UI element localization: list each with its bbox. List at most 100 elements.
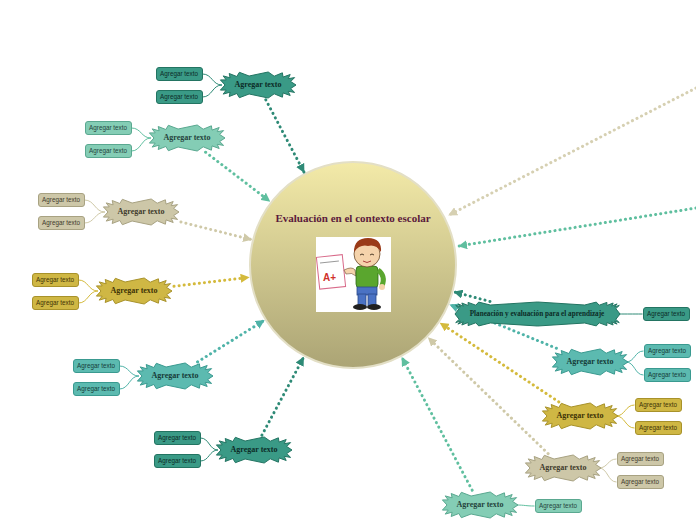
subtopic-box: Agregar texto [635, 421, 682, 435]
shape-outline [96, 278, 172, 304]
starburst-topic: Agregar texto [220, 72, 296, 98]
topic-text: Agregar texto [621, 478, 659, 486]
central-circle [250, 162, 456, 368]
topic-text: Agregar texto [234, 80, 281, 90]
topic-text: Agregar texto [160, 70, 198, 78]
topic-text: Agregar texto [621, 455, 659, 463]
branch-line [85, 200, 106, 212]
subtopic-box: Agregar texto [32, 296, 79, 310]
branch-line [626, 362, 644, 375]
branch-line [599, 459, 617, 468]
topic-text: Agregar texto [36, 299, 74, 307]
subtopic-box: Agregar texto [617, 475, 664, 489]
topic-text: Agregar texto [89, 124, 127, 132]
subtopic-box: Agregar texto [73, 359, 120, 373]
shape-outline [137, 363, 213, 389]
dotted-arrow [402, 358, 472, 490]
topic-text: Agregar texto [647, 310, 685, 318]
starburst-topic: Agregar texto [552, 349, 628, 375]
topic-text: Planeación y evaluación para el aprendiz… [470, 309, 605, 319]
shape-outline [542, 403, 618, 429]
subtopic-box: Agregar texto [617, 452, 664, 466]
branch-line [616, 416, 635, 428]
branch-line [616, 405, 635, 416]
topic-text: Agregar texto [89, 147, 127, 155]
dotted-arrow [198, 321, 264, 362]
dotted-arrow [266, 100, 304, 172]
subtopic-box: Agregar texto [85, 144, 132, 158]
central-title: Evaluación en el contexto escolar [275, 212, 430, 225]
branch-line [516, 505, 535, 506]
branch-line [85, 212, 106, 223]
branch-line [203, 74, 223, 85]
starburst-topic: Agregar texto [96, 278, 172, 304]
starburst-topic: Agregar texto [103, 199, 179, 225]
subtopic-box: Agregar texto [154, 454, 201, 468]
dotted-arrow [174, 277, 249, 286]
starburst-topic: Agregar texto [216, 437, 292, 463]
dotted-arrow [440, 323, 558, 402]
dotted-arrow [454, 292, 490, 301]
branch-line [79, 280, 99, 291]
branch-line [120, 376, 140, 389]
topic-text: Agregar texto [648, 347, 686, 355]
starburst-topic: Agregar texto [525, 455, 601, 481]
subtopic-box: Agregar texto [156, 67, 203, 81]
topic-text: Agregar texto [160, 93, 198, 101]
subtopic-box: Agregar texto [535, 499, 582, 513]
boy-illustration [316, 237, 391, 312]
topic-text: Agregar texto [42, 219, 80, 227]
subtopic-box: Agregar texto [154, 431, 201, 445]
subtopic-box: Agregar texto [643, 307, 690, 321]
starburst-topic: Agregar texto [542, 403, 618, 429]
shape-outline [455, 302, 620, 326]
branch-line [120, 366, 140, 376]
dotted-arrow [428, 338, 548, 454]
banner-topic: Planeación y evaluación para el aprendiz… [455, 302, 620, 326]
topic-text: Agregar texto [158, 457, 196, 465]
shape-outline [552, 349, 628, 375]
topic-text: Agregar texto [639, 401, 677, 409]
subtopic-box: Agregar texto [32, 273, 79, 287]
branch-line [599, 468, 617, 482]
starburst-topic: Agregar texto [442, 492, 518, 518]
topic-text: Agregar texto [163, 133, 210, 143]
branch-line [618, 314, 643, 315]
central-topic: Evaluación en el contexto escolar [250, 162, 456, 368]
topic-text: Agregar texto [230, 445, 277, 455]
branch-line [626, 351, 644, 362]
topic-text: Agregar texto [117, 207, 164, 217]
branch-line [203, 85, 223, 97]
shape-outline [525, 455, 601, 481]
dotted-arrow [181, 222, 251, 240]
topic-text: Agregar texto [539, 502, 577, 510]
subtopic-box: Agregar texto [38, 216, 85, 230]
starburst-topic: Agregar texto [149, 125, 225, 151]
topic-text: Agregar texto [648, 371, 686, 379]
shape-outline [103, 199, 179, 225]
topic-text: Agregar texto [77, 385, 115, 393]
dotted-arrow [262, 358, 304, 436]
topic-text: Agregar texto [42, 196, 80, 204]
branch-line [132, 138, 152, 151]
topic-text: Agregar texto [77, 362, 115, 370]
shape-outline [220, 72, 296, 98]
subtopic-box: Agregar texto [635, 398, 682, 412]
topic-text: Agregar texto [151, 371, 198, 381]
topic-text: Agregar texto [539, 463, 586, 473]
shape-outline [149, 125, 225, 151]
subtopic-box: Agregar texto [644, 368, 691, 382]
subtopic-box: Agregar texto [38, 193, 85, 207]
subtopic-box: Agregar texto [85, 121, 132, 135]
grade-mark: A+ [323, 272, 336, 283]
topic-text: Agregar texto [158, 434, 196, 442]
dotted-arrow [206, 152, 270, 201]
topic-text: Agregar texto [556, 411, 603, 421]
offscreen-connector [449, 88, 696, 215]
subtopic-box: Agregar texto [73, 382, 120, 396]
branch-line [79, 291, 99, 303]
shape-outline [442, 492, 518, 518]
